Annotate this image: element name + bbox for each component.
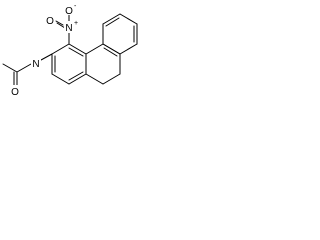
bond-ring-c-2-inner [105, 17, 120, 27]
bond-nitro-o-left-double [56, 22, 66, 29]
bond-ring-c-6 [102, 43, 121, 55]
bond-ring-b-5 [85, 73, 104, 85]
nitro-nitrogen-label: N [65, 23, 72, 34]
atom-labels: N + O - O N O [10, 3, 78, 97]
bond-ring-c-2 [102, 13, 121, 25]
bond-ring-a-5 [68, 43, 87, 55]
bond-ring-c-3 [119, 13, 138, 25]
nitro-nitrogen-charge: + [74, 20, 78, 27]
nitro-oxygen-top-charge: - [74, 3, 77, 10]
amide-nitrogen-label: N [32, 59, 39, 70]
bond-ring-c-5 [119, 43, 138, 55]
bond-nh-to-ring [40, 53, 53, 61]
nitro-o-left-bg [45, 14, 55, 25]
amide-n-bg [31, 57, 41, 69]
bond-ring-b-4 [102, 73, 121, 85]
nitro-o-top-bg [64, 4, 74, 15]
bond-ring-b-1 [85, 43, 104, 55]
nitro-oxygen-top-label: O [65, 6, 73, 17]
nitro-n-bg [64, 21, 74, 33]
bond-ring-a-5-inner [68, 47, 84, 57]
amide-o-bg [10, 85, 20, 97]
molecule-structure: N + O - O N O [2, 3, 138, 97]
amide-oxygen-label: O [11, 87, 19, 97]
bond-carbonyl-to-nh [16, 63, 32, 73]
bond-ring-a-3-inner [68, 71, 84, 81]
bond-ring-a-6 [51, 43, 70, 55]
bond-ring-b-2-inner [103, 47, 118, 57]
bond-ring-a-3 [68, 73, 87, 85]
bonds [2, 13, 138, 87]
bond-nitro-o-left [55, 20, 64, 26]
bond-acetyl-methyl [2, 63, 18, 73]
nitro-oxygen-left-label: O [46, 16, 54, 27]
bond-ring-a-2 [51, 73, 70, 85]
